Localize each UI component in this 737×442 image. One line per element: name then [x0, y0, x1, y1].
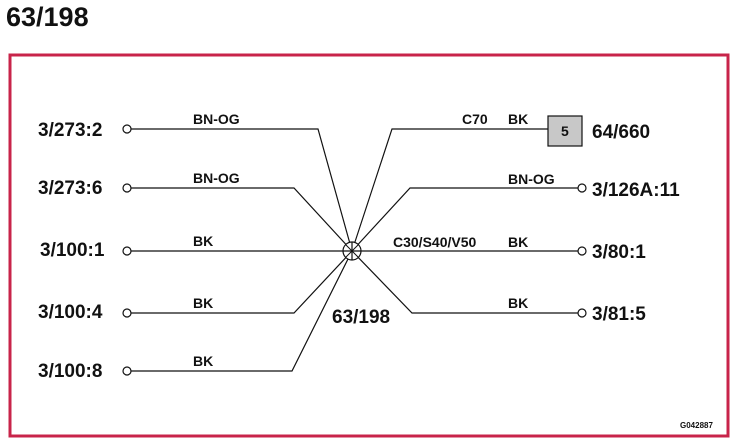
diagram-border	[8, 53, 730, 438]
left-terminal-label: 3/100:8	[38, 361, 102, 382]
left-wire-color: BN-OG	[193, 111, 240, 127]
left-terminal-label: 3/273:2	[38, 120, 102, 141]
right-wire-3: C30/S40/V50 BK 3/80:1	[361, 234, 646, 263]
left-wire-color: BN-OG	[193, 170, 240, 186]
right-wire-1: C70 BK 5 64/660	[351, 111, 650, 252]
right-wire-2: BN-OG 3/126A:11	[351, 171, 680, 252]
right-wire-variant: C70	[462, 111, 488, 127]
left-wire-5: 3/100:8 BK	[38, 250, 353, 382]
left-wire-color: BK	[193, 353, 213, 369]
right-terminal-label: 3/80:1	[592, 242, 646, 263]
right-terminal-label: 3/126A:11	[592, 180, 680, 201]
right-terminal-label: 64/660	[592, 122, 650, 143]
right-wire-4: BK 3/81:5	[351, 250, 646, 325]
left-terminal-label: 3/273:6	[38, 178, 102, 199]
right-wire-color: BK	[508, 111, 528, 127]
right-terminal-label: 3/81:5	[592, 304, 646, 325]
left-wire-3: 3/100:1 BK	[40, 233, 343, 261]
left-wire-color: BK	[193, 233, 213, 249]
figure-code: G042887	[680, 421, 713, 430]
left-wire-2: 3/273:6 BN-OG	[38, 170, 353, 252]
right-wire-color: BK	[508, 295, 528, 311]
connector-box-label: 5	[561, 123, 569, 139]
splice-point	[342, 241, 362, 261]
left-wire-4: 3/100:4 BK	[38, 250, 353, 323]
splice-label: 63/198	[332, 307, 390, 328]
left-terminal-label: 3/100:1	[40, 240, 105, 261]
right-wire-variant: C30/S40/V50	[393, 234, 476, 250]
left-wire-1: 3/273:2 BN-OG	[38, 111, 353, 252]
left-terminal-label: 3/100:4	[38, 302, 103, 323]
right-wire-color: BN-OG	[508, 171, 555, 187]
left-wire-color: BK	[193, 295, 213, 311]
page-title: 63/198	[6, 2, 89, 32]
right-wire-color: BK	[508, 234, 528, 250]
connector-box	[547, 115, 583, 147]
